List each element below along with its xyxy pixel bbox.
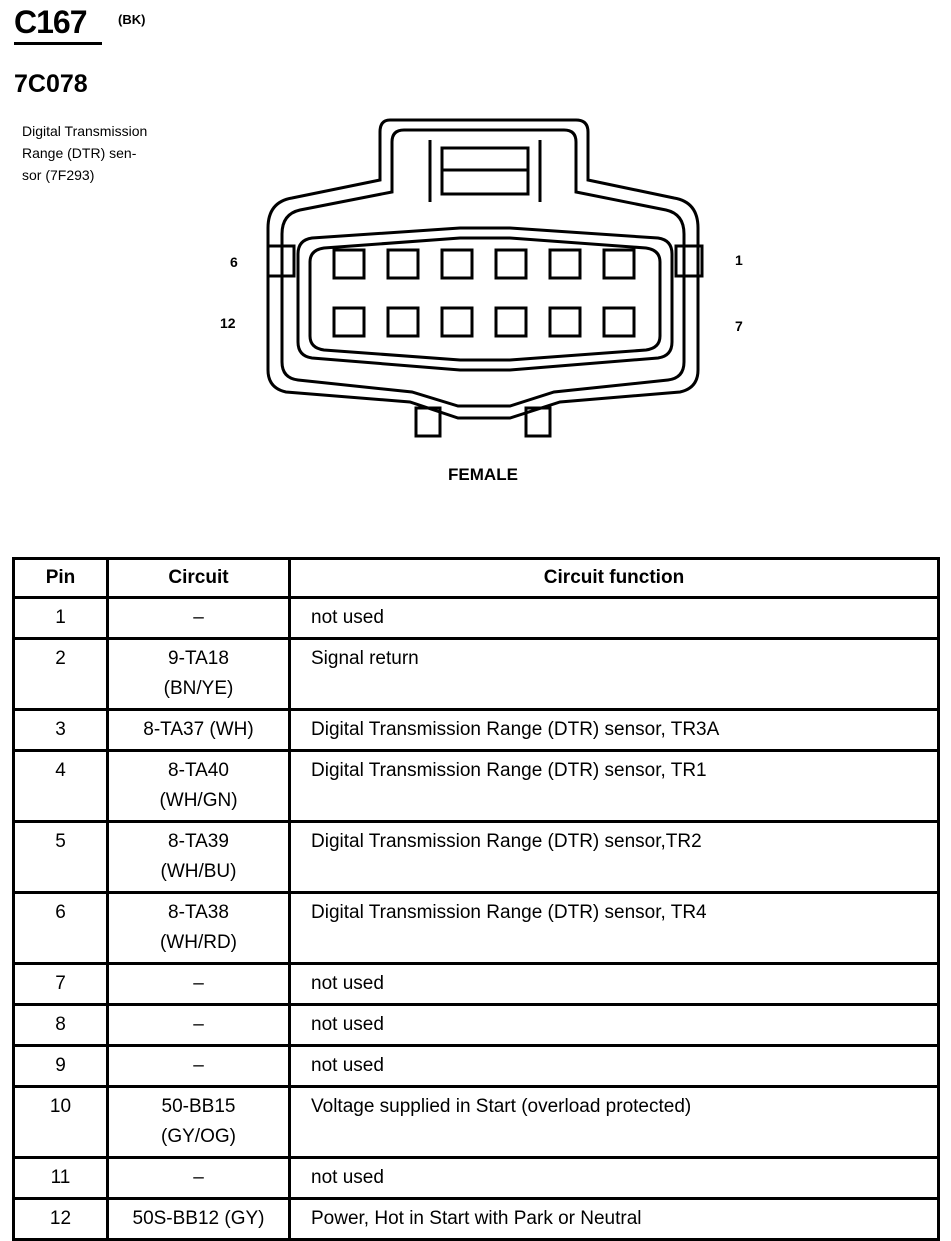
function-cell: not used [288, 1044, 940, 1088]
circuit-cell: 50S-BB12 (GY) [106, 1197, 291, 1241]
circuit-cell: – [106, 1003, 291, 1047]
bottom-tab-left [414, 406, 442, 438]
circuit-cell: – [106, 1156, 291, 1200]
function-cell: not used [288, 596, 940, 640]
connector-outer-housing [266, 118, 700, 420]
pin-cavity [548, 306, 582, 338]
pin-cavity [332, 306, 366, 338]
pin-cavity [602, 306, 636, 338]
circuit-cell: 8-TA39(WH/BU) [106, 820, 291, 894]
pin-cell: 12 [12, 1197, 109, 1241]
component-id: 7C078 [14, 70, 88, 98]
pin-cavity [494, 248, 528, 280]
table-row: 11–not used [12, 1156, 940, 1200]
pin-cell: 4 [12, 749, 109, 823]
table-row: 9–not used [12, 1044, 940, 1088]
function-cell: Digital Transmission Range (DTR) sensor,… [288, 749, 940, 823]
circuit-cell: 8-TA38(WH/RD) [106, 891, 291, 965]
pin-cavity [386, 248, 420, 280]
header-pin: Pin [12, 557, 109, 599]
function-cell: not used [288, 1156, 940, 1200]
pin-label-bottom-right: 7 [735, 318, 743, 334]
pin-cell: 9 [12, 1044, 109, 1088]
function-cell: Digital Transmission Range (DTR) sensor,… [288, 820, 940, 894]
table-row: 8–not used [12, 1003, 940, 1047]
pin-cavity [332, 248, 366, 280]
circuit-cell: – [106, 962, 291, 1006]
bottom-tab-right [524, 406, 552, 438]
pin-cell: 5 [12, 820, 109, 894]
circuit-cell: 9-TA18(BN/YE) [106, 637, 291, 711]
pin-cavity [548, 248, 582, 280]
header-circuit-function: Circuit function [288, 557, 940, 599]
circuit-cell: – [106, 596, 291, 640]
pin-cell: 2 [12, 637, 109, 711]
pin-cavity [440, 248, 474, 280]
circuit-cell: – [106, 1044, 291, 1088]
connector-id-underline [14, 42, 102, 45]
pin-cell: 8 [12, 1003, 109, 1047]
pin-cavity [602, 248, 636, 280]
function-cell: Voltage supplied in Start (overload prot… [288, 1085, 940, 1159]
circuit-cell: 50-BB15(GY/OG) [106, 1085, 291, 1159]
header-circuit: Circuit [106, 557, 291, 599]
left-side-key [266, 244, 296, 278]
circuit-cell: 8-TA40(WH/GN) [106, 749, 291, 823]
pin-label-top-right: 1 [735, 252, 743, 268]
pin-cell: 10 [12, 1085, 109, 1159]
connector-gender-label: FEMALE [448, 465, 518, 484]
pin-label-bottom-left: 12 [220, 315, 236, 331]
pin-cell: 11 [12, 1156, 109, 1200]
function-cell: not used [288, 1003, 940, 1047]
pin-cavity [440, 306, 474, 338]
pin-cell: 7 [12, 962, 109, 1006]
table-row: 1–not used [12, 596, 940, 640]
connector-face-diagram [266, 118, 704, 438]
connector-color: (BK) [118, 12, 146, 27]
table-row: 7–not used [12, 962, 940, 1006]
function-cell: Power, Hot in Start with Park or Neutral [288, 1197, 940, 1241]
function-cell: Digital Transmission Range (DTR) sensor,… [288, 891, 940, 965]
circuit-cell: 8-TA37 (WH) [106, 708, 291, 752]
pin-cell: 6 [12, 891, 109, 965]
right-side-key [674, 244, 704, 278]
pin-label-top-left: 6 [230, 254, 238, 270]
pin-cavity [494, 306, 528, 338]
pin-cavity [386, 306, 420, 338]
connector-id: C167 [14, 4, 87, 40]
function-cell: not used [288, 962, 940, 1006]
function-cell: Digital Transmission Range (DTR) sensor,… [288, 708, 940, 752]
pin-cell: 1 [12, 596, 109, 640]
table-header-row: Pin Circuit Circuit function [12, 557, 940, 599]
function-cell: Signal return [288, 637, 940, 711]
pin-cell: 3 [12, 708, 109, 752]
